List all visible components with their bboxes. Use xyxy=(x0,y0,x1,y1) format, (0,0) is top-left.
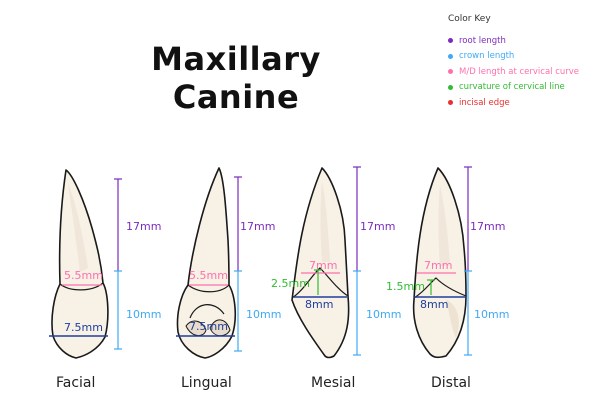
mesial-cervical-line xyxy=(291,267,349,299)
lingual-cervical-label: 5.5mm xyxy=(189,269,228,282)
mesial-root-shade xyxy=(320,182,330,262)
mesial-cervical-label: 7mm xyxy=(309,259,337,272)
key-item-root-length: root length xyxy=(448,33,598,49)
key-item-md-length: M/D length at cervical curve xyxy=(448,64,598,80)
facial-view-label: Facial xyxy=(56,375,95,391)
mesial-view-label: Mesial xyxy=(311,375,355,391)
distal-root-label: 17mm xyxy=(470,220,505,233)
distal-root-shade xyxy=(438,186,450,266)
facial-root-shade xyxy=(68,184,88,272)
distal-cervical-line xyxy=(413,277,467,299)
distal-crown-shade xyxy=(446,300,459,338)
facial-view: 5.5mm 7.5mm 17mm 10mm Facial xyxy=(49,169,161,391)
diagram-title: Maxillary Canine xyxy=(151,40,321,116)
distal-cervical-label: 7mm xyxy=(424,259,452,272)
lingual-root-label: 17mm xyxy=(240,220,275,233)
key-label: curvature of cervical line xyxy=(459,82,565,93)
mesial-view: 7mm 8mm 2.5mm 17mm 10mm Mesial xyxy=(271,166,401,391)
cervical-curvature-dot-icon xyxy=(448,84,453,90)
root-length-dot-icon xyxy=(448,38,453,44)
md-length-dot-icon xyxy=(448,69,453,75)
distal-curvature-label: 1.5mm xyxy=(386,280,425,293)
lingual-md-label: 7.5mm xyxy=(189,320,228,333)
mesial-curvature-label: 2.5mm xyxy=(271,277,310,290)
lingual-cervical-line xyxy=(187,284,230,293)
lingual-view-label: Lingual xyxy=(181,375,232,391)
distal-md-label: 8mm xyxy=(420,298,448,311)
distal-view-label: Distal xyxy=(431,375,471,391)
lingual-fossa-2 xyxy=(209,319,231,337)
crown-length-dot-icon xyxy=(448,53,453,59)
key-label: root length xyxy=(459,35,506,46)
color-key-heading: Color Key xyxy=(448,14,491,24)
mesial-crown-label: 10mm xyxy=(366,308,401,321)
key-label: M/D length at cervical curve xyxy=(459,66,580,77)
facial-cervical-label: 5.5mm xyxy=(64,269,103,282)
key-label: crown length xyxy=(459,51,515,62)
distal-view: 7mm 8mm 1.5mm 17mm 10mm Distal xyxy=(386,166,509,391)
key-item-incisal-edge: incisal edge xyxy=(448,95,598,111)
lingual-cingulum xyxy=(189,304,225,319)
facial-md-label: 7.5mm xyxy=(64,321,103,334)
lingual-fossa xyxy=(185,320,207,336)
mesial-tooth-outline xyxy=(291,167,350,359)
distal-crown-label: 10mm xyxy=(474,308,509,321)
lingual-view: 5.5mm 7.5mm 17mm 10mm Lingual xyxy=(176,167,281,391)
key-item-cervical-curvature: curvature of cervical line xyxy=(448,80,598,96)
mesial-root-label: 17mm xyxy=(360,220,395,233)
color-key: Color Key root length crown length M/D l… xyxy=(448,14,598,111)
facial-crown-label: 10mm xyxy=(126,308,161,321)
mesial-md-label: 8mm xyxy=(305,298,333,311)
key-label: incisal edge xyxy=(459,97,510,108)
lingual-crown-label: 10mm xyxy=(246,308,281,321)
key-item-crown-length: crown length xyxy=(448,49,598,65)
incisal-edge-dot-icon xyxy=(448,100,453,106)
facial-root-label: 17mm xyxy=(126,220,161,233)
